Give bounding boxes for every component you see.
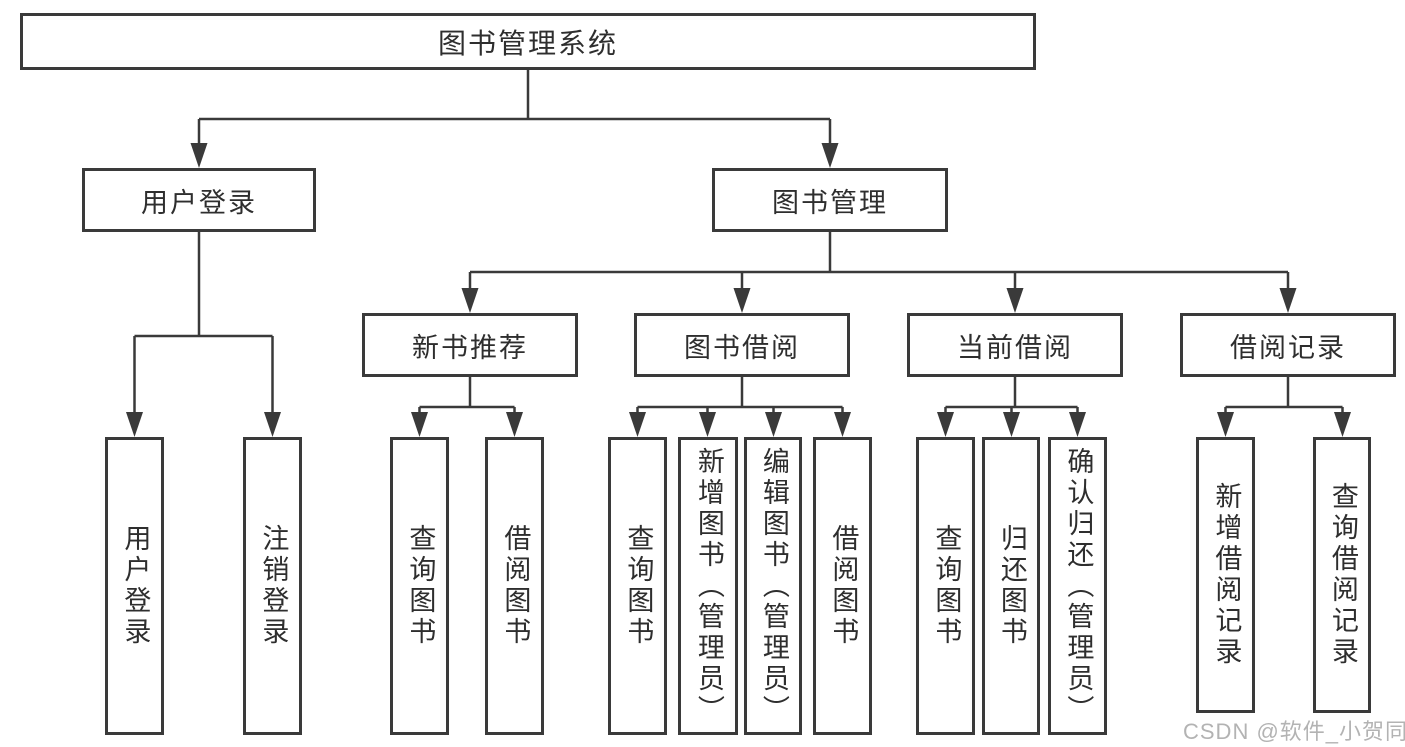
leaf-borrow-books: 借阅图书: [813, 437, 872, 735]
node-new-book-recommend: 新书推荐: [362, 313, 578, 377]
leaf-logout: 注销登录: [243, 437, 302, 735]
node-label: 借阅图书: [500, 524, 531, 648]
leaf-return-books: 归还图书: [982, 437, 1040, 735]
node-label: 查询图书: [931, 524, 962, 648]
node-label: 用户登录: [120, 524, 151, 648]
node-label: 借阅图书: [828, 524, 859, 648]
leaf-query-books-recommend: 查询图书: [390, 437, 449, 735]
leaf-query-books-current: 查询图书: [916, 437, 975, 735]
node-root-system: 图书管理系统: [20, 13, 1036, 70]
node-label: 确认归还（管理员）: [1063, 446, 1094, 726]
node-label: 编辑图书（管理员）: [758, 446, 789, 726]
leaf-confirm-return-admin: 确认归还（管理员）: [1048, 437, 1107, 735]
node-current-borrow: 当前借阅: [907, 313, 1123, 377]
node-user-login: 用户登录: [82, 168, 316, 232]
node-label: 注销登录: [258, 524, 289, 648]
node-borrow-records: 借阅记录: [1180, 313, 1396, 377]
node-label: 新书推荐: [412, 332, 528, 363]
leaf-add-books-admin: 新增图书（管理员）: [678, 437, 738, 735]
node-label: 图书管理: [772, 187, 888, 218]
leaf-edit-books-admin: 编辑图书（管理员）: [744, 437, 802, 735]
node-label: 借阅记录: [1230, 332, 1346, 363]
csdn-watermark: CSDN @软件_小贺同学: [1183, 719, 1405, 744]
leaf-query-books-borrow: 查询图书: [608, 437, 667, 735]
node-label: 当前借阅: [957, 332, 1073, 363]
leaf-query-borrow-record: 查询借阅记录: [1313, 437, 1371, 713]
node-label: 新增借阅记录: [1211, 482, 1242, 668]
leaf-user-login: 用户登录: [105, 437, 164, 735]
node-label: 图书借阅: [684, 332, 800, 363]
leaf-add-borrow-record: 新增借阅记录: [1196, 437, 1255, 713]
node-book-management: 图书管理: [712, 168, 948, 232]
node-label: 查询图书: [623, 524, 654, 648]
node-label: 查询图书: [405, 524, 436, 648]
node-book-borrow: 图书借阅: [634, 313, 850, 377]
node-label: 用户登录: [141, 187, 257, 218]
node-label: 新增图书（管理员）: [693, 446, 724, 726]
leaf-borrow-books-recommend: 借阅图书: [485, 437, 544, 735]
node-label: 查询借阅记录: [1327, 482, 1358, 668]
node-label: 图书管理系统: [437, 27, 618, 59]
node-label: 归还图书: [996, 524, 1027, 648]
